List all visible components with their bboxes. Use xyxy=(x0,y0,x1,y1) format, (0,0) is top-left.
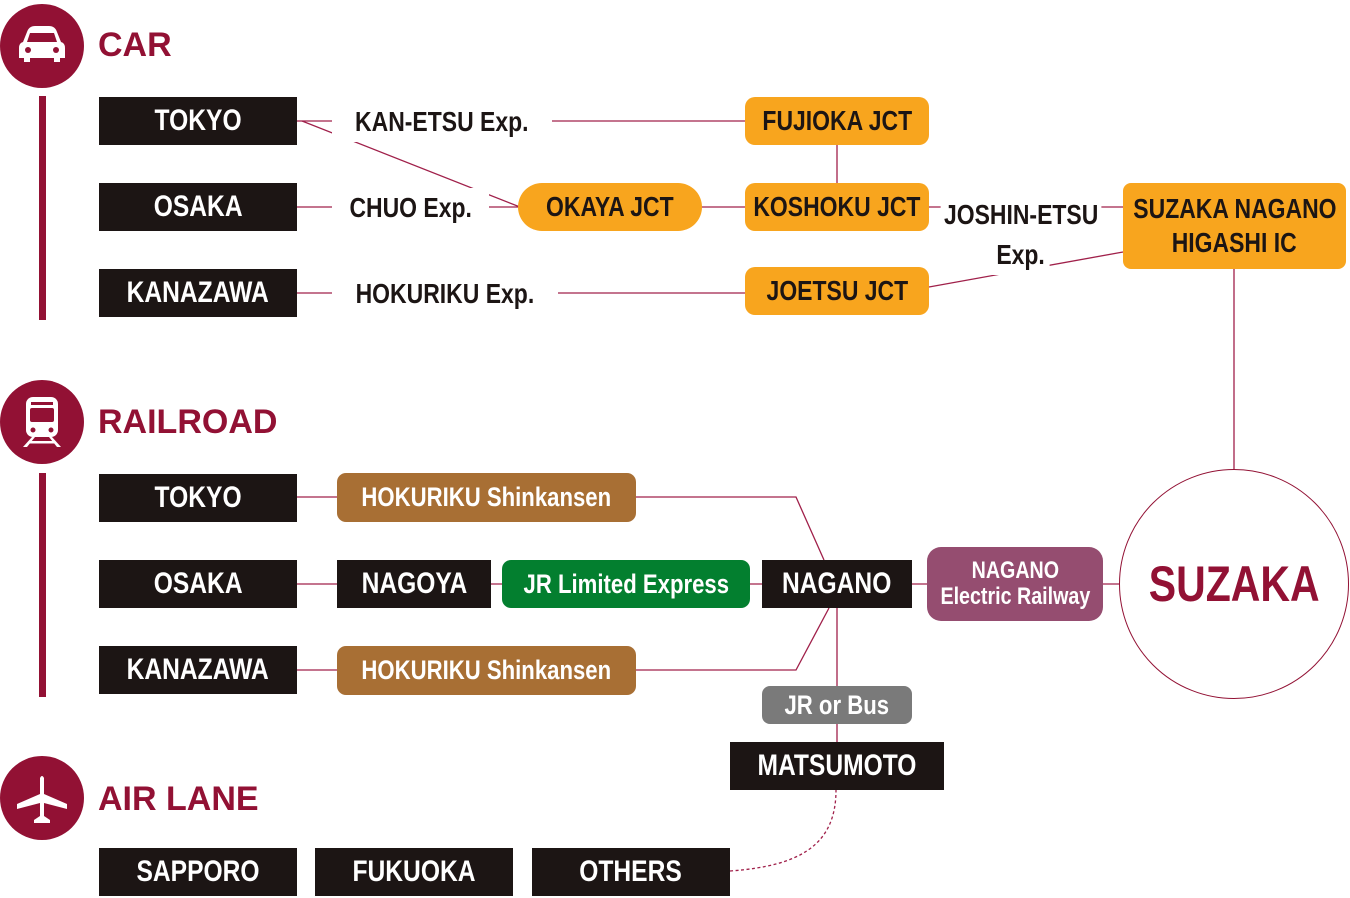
car-section-bar xyxy=(39,96,46,320)
train-icon xyxy=(23,397,61,447)
hokuriku-shinkansen-top: HOKURIKU Shinkansen xyxy=(337,473,636,522)
air-origin-others: OTHERS xyxy=(532,848,730,896)
nagano-electric-railway: NAGANO Electric Railway xyxy=(927,547,1103,621)
railroad-section-title: RAILROAD xyxy=(98,403,278,441)
air-section-title: AIR LANE xyxy=(98,780,259,818)
car-section-title: CAR xyxy=(98,26,172,64)
car-origin-kanazawa: KANAZAWA xyxy=(99,269,297,317)
ic-line1: SUZAKA NAGANO xyxy=(1132,193,1337,224)
hokuriku-shinkansen-bottom: HOKURIKU Shinkansen xyxy=(337,646,636,695)
electric-railway-line1: NAGANO xyxy=(971,557,1059,584)
joshinetsu-line1: JOSHIN-ETSU xyxy=(940,195,1102,235)
joshinetsu-line2: Exp. xyxy=(991,235,1051,275)
suzaka-nagano-higashi-ic: SUZAKA NAGANO HIGASHI IC xyxy=(1123,183,1346,269)
airplane-icon xyxy=(17,776,67,823)
electric-railway-line2: Electric Railway xyxy=(940,583,1090,610)
matsumoto-station: MATSUMOTO xyxy=(730,742,944,790)
car-origin-osaka: OSAKA xyxy=(99,183,297,231)
nagano-station: NAGANO xyxy=(762,560,912,608)
rail-origin-kanazawa: KANAZAWA xyxy=(99,646,297,694)
railroad-section-bar xyxy=(39,473,46,697)
route-kanetsu-exp: KAN-ETSU Exp. xyxy=(332,102,552,142)
suzaka-label: SUZAKA xyxy=(1148,556,1320,612)
car-icon xyxy=(19,26,65,62)
koshoku-jct: KOSHOKU JCT xyxy=(745,183,929,231)
jr-or-bus: JR or Bus xyxy=(762,686,912,724)
railroad-category-badge xyxy=(0,380,84,464)
jr-limited-express: JR Limited Express xyxy=(502,560,750,608)
rail-origin-tokyo: TOKYO xyxy=(99,474,297,522)
route-joshinetsu-exp: JOSHIN-ETSU Exp. xyxy=(940,195,1102,275)
route-hokuriku-exp: HOKURIKU Exp. xyxy=(332,274,558,314)
air-category-badge xyxy=(0,756,84,840)
okaya-jct: OKAYA JCT xyxy=(518,183,702,231)
ic-line2: HIGASHI IC xyxy=(1171,227,1298,258)
rail-origin-osaka: OSAKA xyxy=(99,560,297,608)
air-origin-fukuoka: FUKUOKA xyxy=(315,848,513,896)
line-others-matsumoto xyxy=(729,789,837,872)
car-origin-tokyo: TOKYO xyxy=(99,97,297,145)
car-category-badge xyxy=(0,4,84,88)
route-chuo-exp: CHUO Exp. xyxy=(332,188,490,228)
nagoya-station: NAGOYA xyxy=(337,560,491,608)
joetsu-jct: JOETSU JCT xyxy=(745,267,929,315)
fujioka-jct: FUJIOKA JCT xyxy=(745,97,929,145)
air-origin-sapporo: SAPPORO xyxy=(99,848,297,896)
suzaka-destination: SUZAKA xyxy=(1119,469,1349,699)
